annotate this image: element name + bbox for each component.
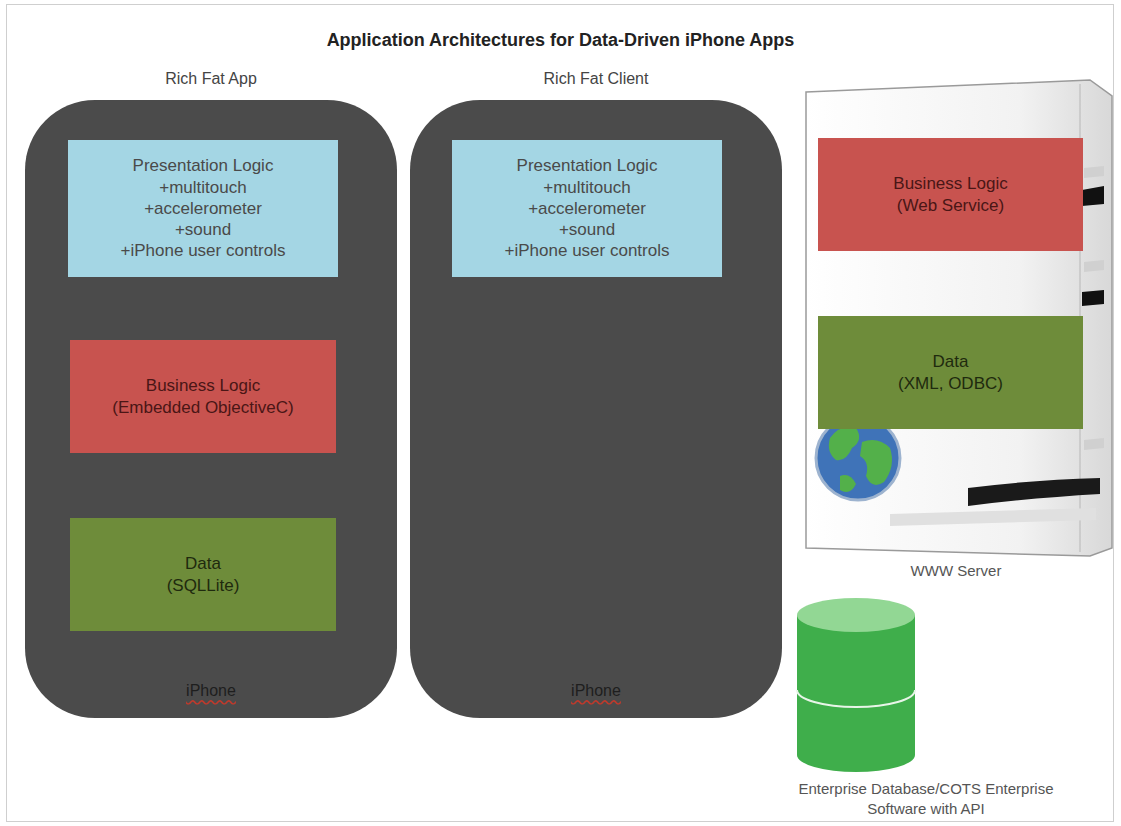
node-text: (Embedded ObjectiveC)	[112, 397, 293, 418]
node-text: Business Logic	[146, 375, 260, 396]
node-text: +multitouch	[543, 177, 630, 198]
iphone-device: Rich Fat ClientiPhonePresentation Logic+…	[410, 100, 782, 718]
web-server: WWW ServerBusiness Logic(Web Service)Dat…	[800, 80, 1112, 556]
node-text: +sound	[175, 219, 231, 240]
node-text: +accelerometer	[528, 198, 646, 219]
node-text: (XML, ODBC)	[898, 373, 1003, 394]
node-text: Data	[933, 351, 969, 372]
node-text: Presentation Logic	[133, 155, 274, 176]
iphone-device: Rich Fat AppiPhonePresentation Logic+mul…	[25, 100, 397, 718]
node-text: (Web Service)	[897, 195, 1004, 216]
node-text: Business Logic	[893, 173, 1007, 194]
node-text: Presentation Logic	[517, 155, 658, 176]
diagram-title: Application Architectures for Data-Drive…	[0, 30, 1121, 51]
business-logic-layer: Business Logic(Embedded ObjectiveC)	[70, 340, 336, 453]
server-label: WWW Server	[800, 562, 1112, 579]
node-text: +multitouch	[159, 177, 246, 198]
node-text: Data	[185, 553, 221, 574]
device-heading: Rich Fat Client	[410, 70, 782, 88]
node-text: +sound	[559, 219, 615, 240]
data-layer: Data(SQLLite)	[70, 518, 336, 631]
server-tower	[806, 80, 1112, 556]
data-layer: Data(XML, ODBC)	[818, 316, 1083, 429]
enterprise-database: Enterprise Database/COTS Enterprise Soft…	[776, 592, 1076, 820]
device-label: iPhone	[25, 682, 397, 700]
database-label: Enterprise Database/COTS Enterprise Soft…	[776, 779, 1076, 818]
presentation-layer: Presentation Logic+multitouch+accelerome…	[68, 140, 338, 277]
presentation-layer: Presentation Logic+multitouch+accelerome…	[452, 140, 722, 277]
node-text: +iPhone user controls	[505, 240, 670, 261]
node-text: +iPhone user controls	[121, 240, 286, 261]
device-label: iPhone	[410, 682, 782, 700]
node-text: +accelerometer	[144, 198, 262, 219]
database-cylinder	[797, 598, 915, 772]
device-heading: Rich Fat App	[25, 70, 397, 88]
node-text: (SQLLite)	[167, 575, 240, 596]
business-logic-layer: Business Logic(Web Service)	[818, 138, 1083, 251]
